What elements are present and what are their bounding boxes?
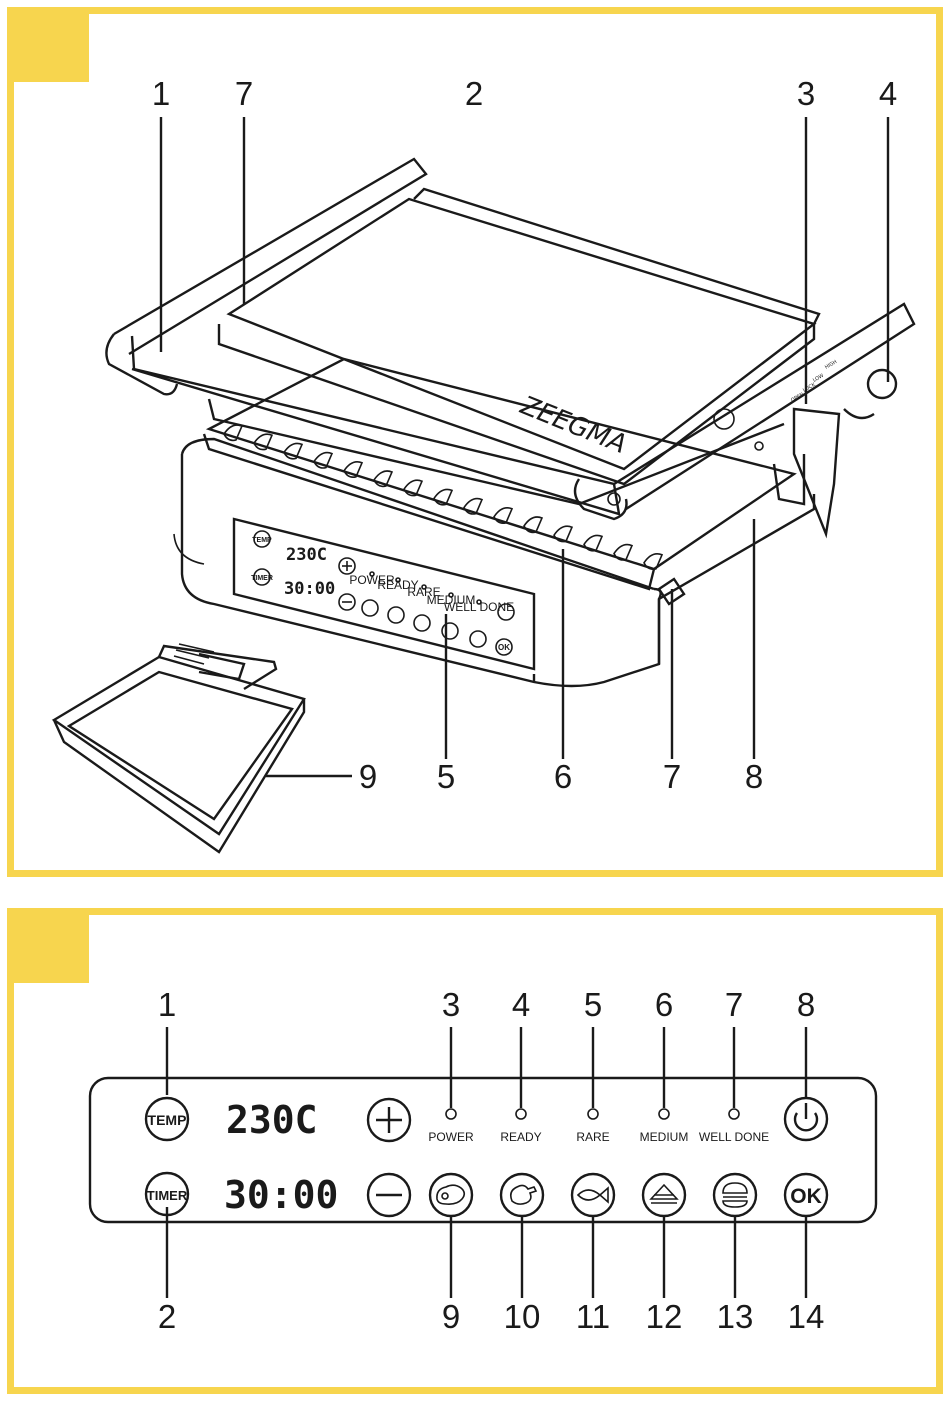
svg-text:OK: OK xyxy=(498,643,510,652)
svg-text:WELL DONE: WELL DONE xyxy=(699,1130,769,1144)
minus-button[interactable] xyxy=(368,1174,410,1216)
svg-text:WELL DONE: WELL DONE xyxy=(444,600,514,614)
ok-button-label: OK xyxy=(790,1185,822,1208)
led-power: POWER xyxy=(428,1109,474,1144)
led-rare: RARE xyxy=(576,1109,609,1144)
plus-button[interactable] xyxy=(368,1099,410,1141)
callout-8: 8 xyxy=(745,758,763,795)
svg-text:HIGH: HIGH xyxy=(824,359,838,371)
svg-text:RARE: RARE xyxy=(576,1130,609,1144)
callout-9: 9 xyxy=(359,758,377,795)
callout-7-bottom: 7 xyxy=(663,758,681,795)
grill-rib xyxy=(584,535,602,550)
panel-callout-13: 13 xyxy=(717,1298,754,1335)
panel-callout-14: 14 xyxy=(788,1298,825,1335)
svg-text:230C: 230C xyxy=(286,545,327,565)
leader-lines xyxy=(161,117,888,776)
power-icon xyxy=(795,1103,817,1130)
timer-display: 30:00 xyxy=(224,1173,338,1217)
drip-tray xyxy=(54,644,304,852)
callout-6: 6 xyxy=(554,758,572,795)
panel-callout-11: 11 xyxy=(576,1298,610,1335)
panel-callout-8: 8 xyxy=(797,986,815,1023)
hinge-lock: HIGH LOW LOCK OPEN xyxy=(774,359,896,534)
callout-5: 5 xyxy=(437,758,455,795)
power-button[interactable] xyxy=(785,1098,827,1140)
panel-callout-4: 4 xyxy=(512,986,530,1023)
panel-outline xyxy=(90,1078,876,1222)
callout-4: 4 xyxy=(879,75,897,112)
chicken-button[interactable] xyxy=(501,1174,543,1216)
temp-button[interactable]: TEMP xyxy=(146,1098,188,1140)
temp-button-label: TEMP xyxy=(148,1112,187,1128)
callout-3: 3 xyxy=(797,75,815,112)
panel-callout-6: 6 xyxy=(655,986,673,1023)
steak-icon xyxy=(437,1185,464,1204)
grill-diagram-panel: 1 7 2 3 4 9 5 6 7 8 xyxy=(7,7,943,877)
svg-text:MEDIUM: MEDIUM xyxy=(640,1130,689,1144)
panel-leader-lines xyxy=(167,1027,806,1298)
panel-callout-1: 1 xyxy=(158,986,176,1023)
chicken-icon xyxy=(511,1185,536,1204)
sandwich-icon xyxy=(651,1185,677,1203)
burger-icon xyxy=(723,1183,747,1207)
timer-button-label: TIMER xyxy=(147,1188,188,1203)
fish-button[interactable] xyxy=(572,1174,614,1216)
svg-text:OPEN: OPEN xyxy=(790,391,805,403)
panel-callout-10: 10 xyxy=(504,1298,541,1335)
grill-rib xyxy=(644,554,662,569)
svg-text:POWER: POWER xyxy=(428,1130,474,1144)
ok-button[interactable]: OK xyxy=(785,1174,827,1216)
panel-callout-9: 9 xyxy=(442,1298,460,1335)
control-panel-diagram: 1 3 4 5 6 7 8 2 9 10 11 12 13 14 xyxy=(7,908,943,1394)
panel-callout-2: 2 xyxy=(158,1298,176,1335)
steak-button[interactable] xyxy=(430,1174,472,1216)
panel-callout-12: 12 xyxy=(646,1298,683,1335)
temperature-display: 230C xyxy=(226,1098,318,1142)
led-well-done: WELL DONE xyxy=(699,1109,769,1144)
callout-1: 1 xyxy=(152,75,170,112)
fish-icon xyxy=(578,1188,608,1202)
burger-button[interactable] xyxy=(714,1174,756,1216)
panel-callout-7: 7 xyxy=(725,986,743,1023)
panel-callout-3: 3 xyxy=(442,986,460,1023)
grill-rib xyxy=(614,545,632,560)
grill-illustration: 1 7 2 3 4 9 5 6 7 8 xyxy=(14,14,936,870)
svg-text:30:00: 30:00 xyxy=(284,579,335,599)
sandwich-button[interactable] xyxy=(643,1174,685,1216)
panel-callout-5: 5 xyxy=(584,986,602,1023)
led-ready: READY xyxy=(500,1109,541,1144)
control-panel-illustration: 1 3 4 5 6 7 8 2 9 10 11 12 13 14 xyxy=(14,915,936,1387)
svg-text:READY: READY xyxy=(500,1130,541,1144)
led-medium: MEDIUM xyxy=(640,1109,689,1144)
callout-7-top: 7 xyxy=(235,75,253,112)
callout-2: 2 xyxy=(465,75,483,112)
